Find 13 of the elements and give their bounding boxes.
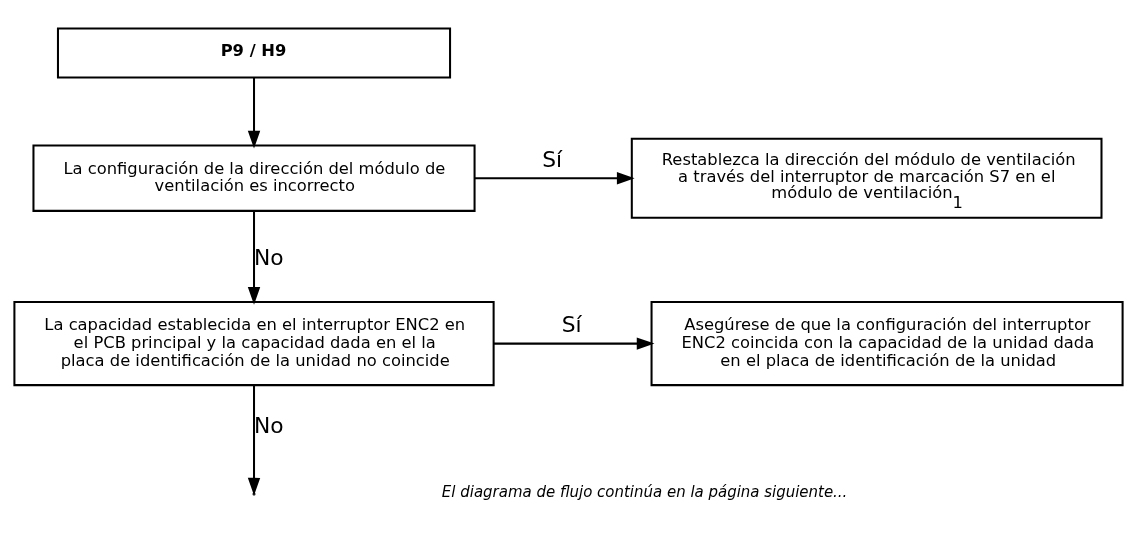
edge-label: No xyxy=(254,245,284,271)
edge-label: No xyxy=(254,412,284,438)
edge-label: Sí xyxy=(561,312,582,338)
node-box: P9 / H9 xyxy=(56,27,452,79)
label: El diagrama de flujo continúa en la página siguiente... xyxy=(441,482,848,501)
node-box: La capacidad establecida en el interruptor ENC2 en el PCB principal y la capacidad dada en el la placa de identificación de la unidad no coincide xyxy=(13,301,495,387)
arrow xyxy=(247,77,261,149)
arrow xyxy=(493,337,655,350)
node-box: La configuración de la dirección del módulo de ventilación es incorrecto xyxy=(32,144,476,212)
arrow xyxy=(474,172,635,185)
node-box: Asegúrese de que la configuración del interruptor ENC2 coincida con la capacidad de la unidad dada en el placa de identificación de la unidad xyxy=(650,301,1124,387)
edge-label: Sí xyxy=(542,147,563,173)
arrow xyxy=(247,210,261,305)
